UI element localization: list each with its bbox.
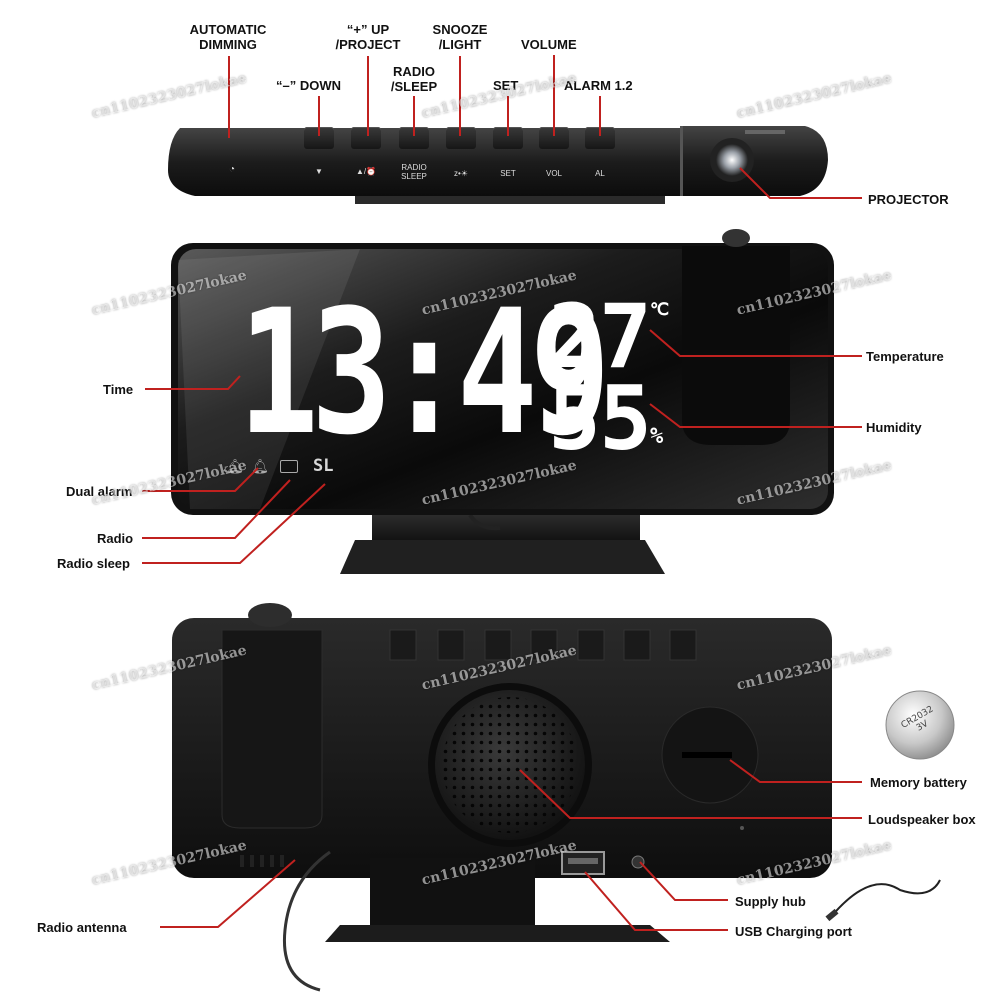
al-key[interactable] [585,127,615,149]
temperature-display: 27 [548,285,652,388]
label-time: Time [103,382,134,397]
radio-sleep-key[interactable] [399,127,429,149]
set-key[interactable] [493,127,523,149]
humidity-unit: % [650,424,664,449]
vol-key-label: VOL [545,169,562,178]
light-sensor-icon: ◔ [228,164,236,175]
leader-alarm [599,96,601,136]
sleep-indicator: SL [313,456,334,476]
leader-snooze [459,56,461,136]
temperature-unit: ℃ [650,300,670,320]
al-key-label: AL [595,169,605,178]
leader-up [367,56,369,136]
label-set: SET [493,78,519,93]
down-key-label: ▼ [315,167,323,176]
label-radio-sleep: Radio sleep [57,556,130,571]
label-radio: Radio [97,531,134,546]
radio-icon [280,460,298,473]
label-loudspeaker-box: Loudspeaker box [868,812,976,827]
up-key-label: ▲/⏰ [355,167,377,176]
up-key[interactable] [351,127,381,149]
label-supply-hub: Supply hub [735,894,806,909]
snooze-key-label: z•☀ [454,169,468,178]
leader-radio-sleep [413,96,415,136]
radio-sleep-key-label: RADIO SLEEP [401,163,427,181]
label-alarm: ALARM 1.2 [564,78,633,93]
label-radio-antenna: Radio antenna [37,920,127,935]
label-projector: PROJECTOR [868,192,949,207]
leader-volume [553,55,555,136]
leader-down [318,96,320,136]
label-snooze-light: SNOOZE /LIGHT [432,22,488,52]
label-automatic-dimming: AUTOMATIC DIMMING [189,22,267,52]
leader-dimming [228,56,230,138]
label-up-project: “+” UP /PROJECT [335,22,401,52]
label-dual-alarm: Dual alarm [66,484,133,499]
label-down: “–” DOWN [276,78,341,93]
label-usb-charging-port: USB Charging port [735,924,852,939]
set-key-label: SET [500,169,516,178]
label-memory-battery: Memory battery [870,775,967,790]
leader-set [507,96,509,136]
down-key[interactable] [304,127,334,149]
label-volume: VOLUME [521,37,577,52]
snooze-key[interactable] [446,127,476,149]
label-temperature: Temperature [866,349,944,364]
time-display: 13:49 [238,272,611,473]
front-view-body [171,229,834,574]
label-radio-sleep-top: RADIO /SLEEP [390,64,438,94]
humidity-display: 55 [548,367,652,470]
label-humidity: Humidity [866,420,922,435]
vol-key[interactable] [539,127,569,149]
